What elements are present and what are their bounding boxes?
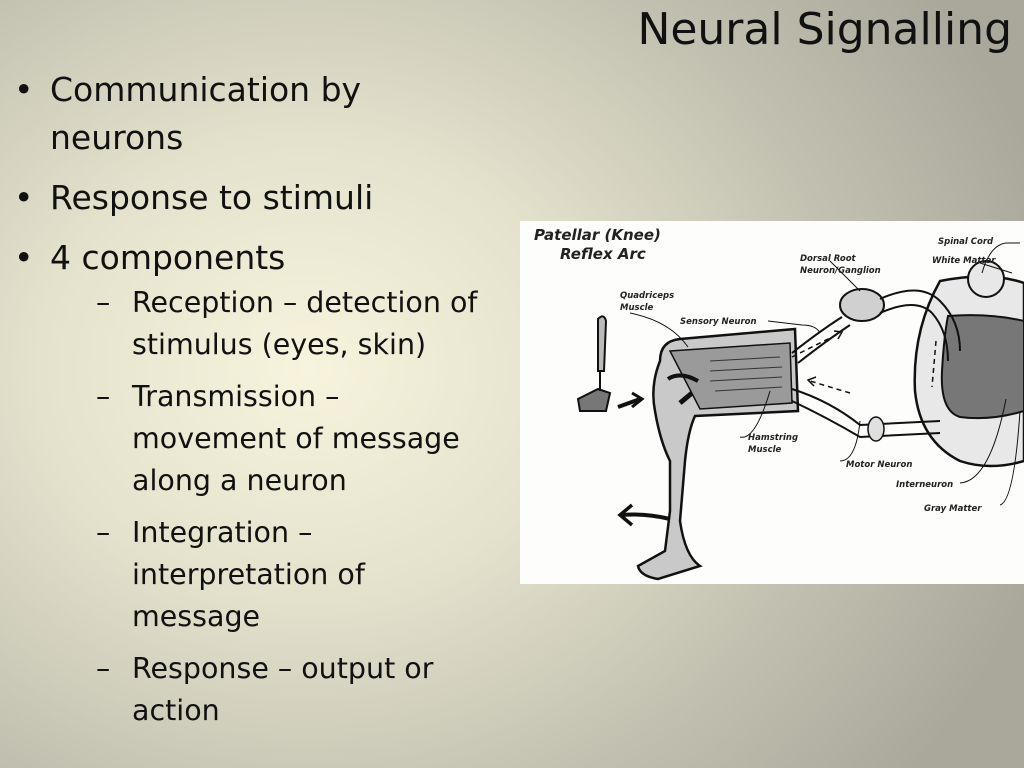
bullet-communication: Communication by neurons: [12, 66, 482, 162]
sub-bullet-text: Transmission – movement of message along…: [132, 380, 460, 497]
label-hamstring-1: Hamstring: [748, 433, 798, 443]
sensory-signal-arrow: [791, 332, 841, 358]
leg-illustration: [636, 327, 800, 581]
label-sensory-neuron: Sensory Neuron: [680, 317, 757, 327]
sub-bullet-text: Response – output or action: [132, 652, 434, 727]
label-quadriceps-2: Muscle: [620, 303, 654, 313]
sub-bullet-reception: Reception – detection of stimulus (eyes,…: [88, 282, 482, 366]
label-quadriceps-1: Quadriceps: [620, 291, 674, 301]
bullet-text: 4 components: [50, 238, 286, 277]
label-dorsal-root-2: Neuron/Ganglion: [800, 266, 881, 276]
bullet-text: Communication by neurons: [50, 70, 362, 157]
sub-bullet-list: Reception – detection of stimulus (eyes,…: [50, 282, 482, 732]
bullet-components: 4 components Reception – detection of st…: [12, 234, 482, 732]
reflex-arc-diagram: Patellar (Knee) Reflex Arc: [534, 226, 1024, 581]
label-white-matter: White Matter: [932, 256, 996, 266]
bullet-list: Communication by neurons Response to sti…: [12, 66, 482, 744]
figure-title-line1: Patellar (Knee): [534, 226, 661, 244]
figure-title-line2: Reflex Arc: [560, 245, 646, 263]
bullet-text: Response to stimuli: [50, 178, 374, 217]
sub-bullet-response: Response – output or action: [88, 648, 482, 732]
sub-bullet-integration: Integration – interpretation of message: [88, 512, 482, 638]
label-motor-neuron: Motor Neuron: [846, 460, 912, 470]
hammer-strike-arrow: [617, 397, 641, 409]
reflex-arc-figure: Patellar (Knee) Reflex Arc: [520, 221, 1024, 584]
label-spinal-cord: Spinal Cord: [938, 237, 994, 247]
sensory-nerve: [791, 316, 843, 354]
label-hamstring-2: Muscle: [748, 445, 782, 455]
label-interneuron: Interneuron: [896, 480, 953, 490]
label-gray-matter: Gray Matter: [924, 504, 982, 514]
kick-arrow: [621, 512, 671, 521]
sub-bullet-text: Reception – detection of stimulus (eyes,…: [132, 286, 478, 361]
sub-bullet-transmission: Transmission – movement of message along…: [88, 376, 482, 502]
reflex-hammer-icon: [576, 315, 612, 412]
slide-title: Neural Signalling: [637, 4, 1012, 55]
label-dorsal-root-1: Dorsal Root: [800, 254, 857, 264]
bullet-response-to-stimuli: Response to stimuli: [12, 174, 482, 222]
sub-bullet-text: Integration – interpretation of message: [132, 516, 365, 633]
motor-signal-arrow: [809, 380, 851, 394]
spinal-cord-illustration: [913, 260, 1024, 468]
dorsal-root-ganglion: [839, 288, 885, 322]
